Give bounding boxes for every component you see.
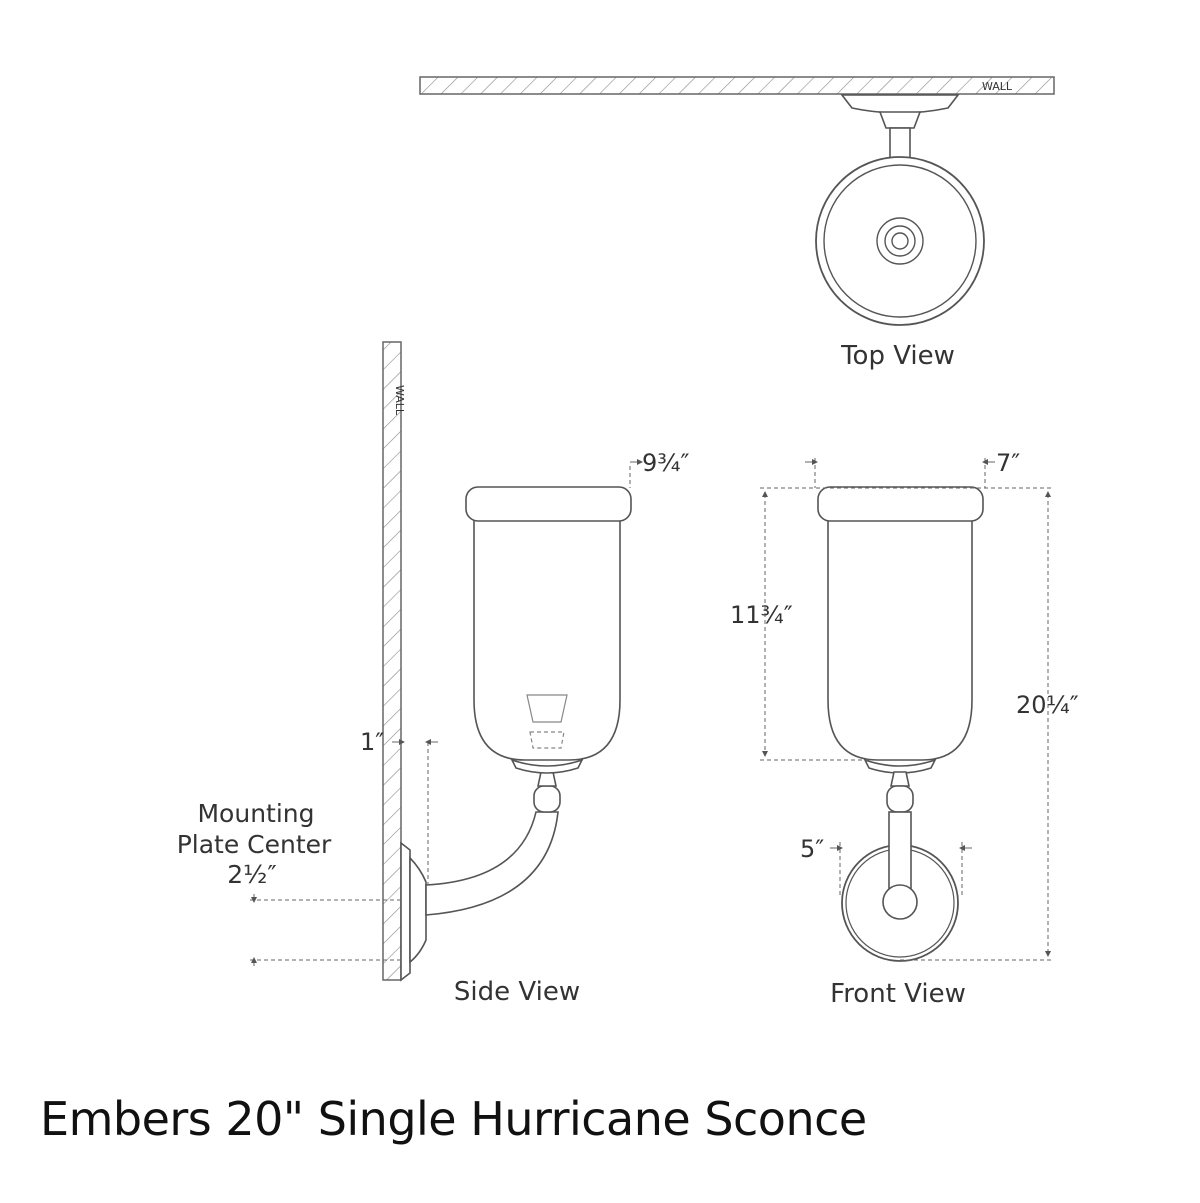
top-socket-mid	[884, 225, 916, 257]
side-wall-label: WALL	[393, 385, 406, 416]
side-rim	[465, 486, 632, 522]
top-arm	[889, 127, 911, 161]
front-shade	[827, 521, 973, 761]
front-knuckle	[886, 785, 914, 813]
front-cup	[863, 758, 937, 774]
mounting-label-line2: Plate Center	[177, 830, 332, 859]
front-view: 7″ 11¾″ 20¼″ 5″ Front View	[730, 449, 1079, 1009]
front-view-label: Front View	[830, 979, 966, 1009]
side-view: WALL 9¾″ 1″ Mounting Plate Center 2½″ Si…	[177, 341, 690, 1007]
top-view-label: Top View	[840, 341, 955, 371]
side-stem	[537, 771, 557, 787]
top-socket-outer	[876, 217, 924, 265]
overall-height-label: 20¼″	[1016, 691, 1079, 719]
front-stem	[890, 771, 910, 787]
side-wall	[382, 341, 402, 981]
backplate-label: 5″	[800, 835, 824, 863]
side-shade	[473, 521, 621, 761]
front-rim	[817, 486, 984, 522]
mounting-label-line1: Mounting	[197, 799, 314, 828]
top-view: WALL Top View	[419, 76, 1055, 371]
top-shade-inner	[823, 164, 977, 318]
top-wall-label: WALL	[982, 80, 1013, 93]
top-wall	[419, 76, 1055, 95]
side-candle-base	[529, 731, 565, 749]
side-wall-offset-label: 1″	[360, 728, 384, 756]
side-depth-label: 9¾″	[642, 449, 690, 477]
side-backplate	[400, 841, 411, 982]
side-arm	[425, 811, 559, 916]
side-cup	[510, 758, 584, 774]
front-width-label: 7″	[996, 449, 1020, 477]
shade-height-label: 11¾″	[730, 601, 793, 629]
side-plate-collar	[409, 856, 427, 964]
top-shade-outer	[815, 156, 985, 326]
top-mount-plate	[840, 94, 960, 114]
product-title: Embers 20" Single Hurricane Sconce	[40, 1092, 867, 1146]
top-mount-collar	[878, 111, 922, 129]
side-knuckle	[533, 785, 561, 813]
top-socket-inner	[891, 232, 909, 250]
side-view-label: Side View	[454, 977, 580, 1007]
mounting-label-value: 2½″	[227, 860, 276, 889]
front-arm-end	[882, 884, 918, 920]
side-candle-cup	[526, 694, 568, 723]
